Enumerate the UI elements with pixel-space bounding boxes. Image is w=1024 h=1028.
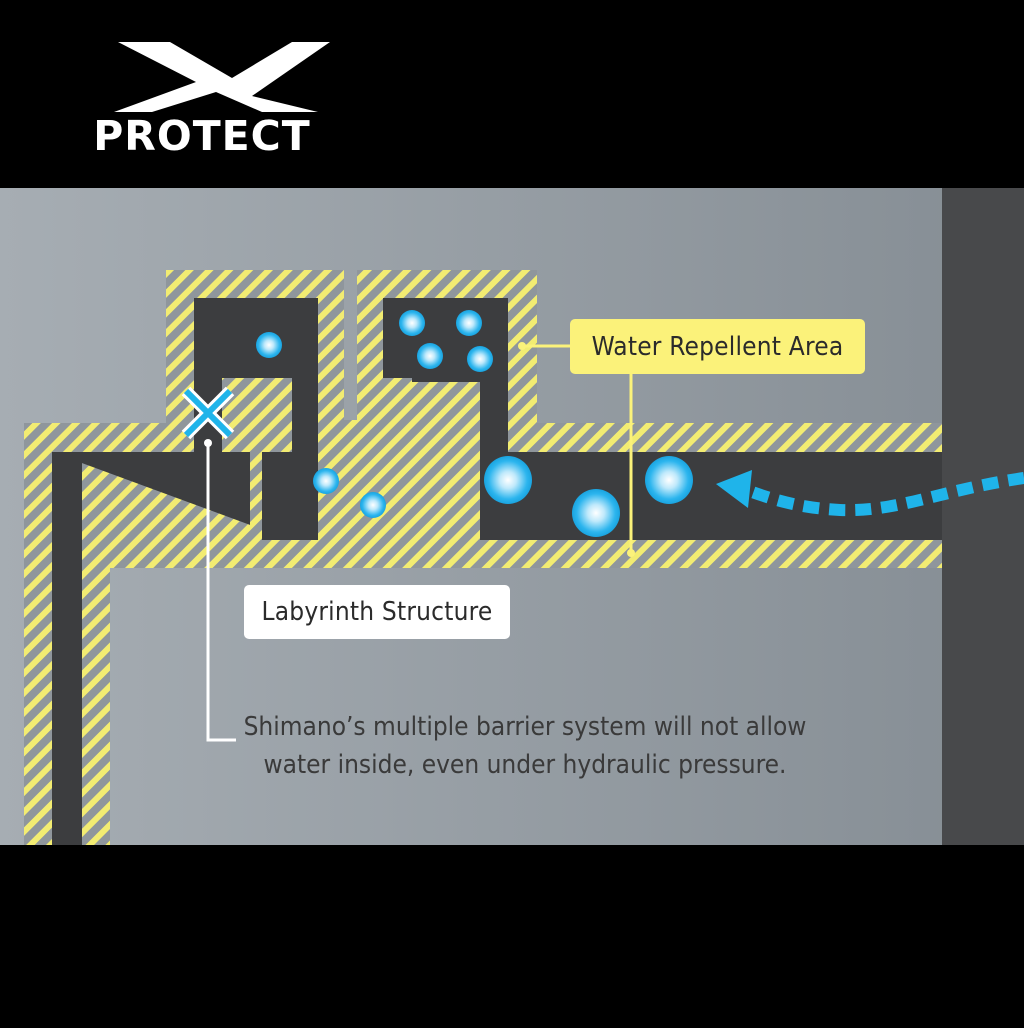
water-drop-icon: [645, 456, 693, 504]
water-drop-icon: [360, 492, 386, 518]
outer-housing-wall: [942, 188, 1024, 845]
water-drop-icon: [417, 343, 443, 369]
water-drop-icon: [484, 456, 532, 504]
water-drop-icon: [456, 310, 482, 336]
logo-wordmark: PROTECT: [93, 112, 311, 160]
water-repellent-label: Water Repellent Area: [570, 319, 865, 374]
water-repellent-leader: [522, 344, 633, 553]
description-line-1: Shimano’s multiple barrier system will n…: [243, 712, 807, 742]
water-drops: [256, 310, 693, 537]
water-drop-icon: [467, 346, 493, 372]
water-drop-icon: [256, 332, 282, 358]
water-drop-icon: [313, 468, 339, 494]
labyrinth-structure-label: Labyrinth Structure: [244, 585, 510, 639]
x-logo-icon: [114, 42, 330, 112]
x-protect-logo: PROTECT: [93, 42, 330, 160]
description-line-2: water inside, even under hydraulic press…: [263, 750, 787, 780]
labyrinth-leader: [206, 443, 236, 742]
water-drop-icon: [399, 310, 425, 336]
water-repellent-label-text: Water Repellent Area: [591, 331, 844, 362]
labyrinth-structure-label-text: Labyrinth Structure: [261, 597, 493, 627]
water-drop-icon: [572, 489, 620, 537]
dashed-arrow-icon: [716, 470, 1024, 517]
description-text: Shimano’s multiple barrier system will n…: [230, 708, 820, 784]
